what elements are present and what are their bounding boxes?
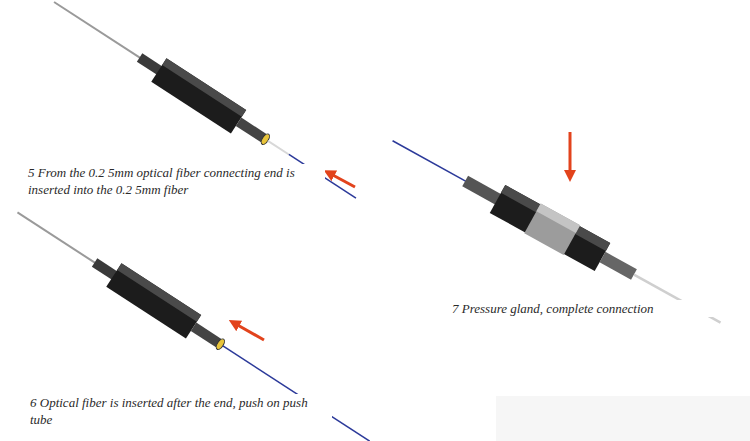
press-arrow	[569, 132, 572, 176]
insert-arrow	[329, 173, 355, 187]
step-caption: 5 From the 0.2 5mm optical fiber connect…	[26, 164, 325, 198]
insert-arrow	[234, 323, 264, 340]
step-caption: 7 Pressure gland, complete connection	[450, 300, 714, 317]
watermark-patch	[496, 396, 750, 441]
step-caption: 6 Optical fiber is inserted after the en…	[28, 394, 332, 428]
splice-connector	[384, 126, 728, 338]
splice-connector	[10, 201, 377, 441]
